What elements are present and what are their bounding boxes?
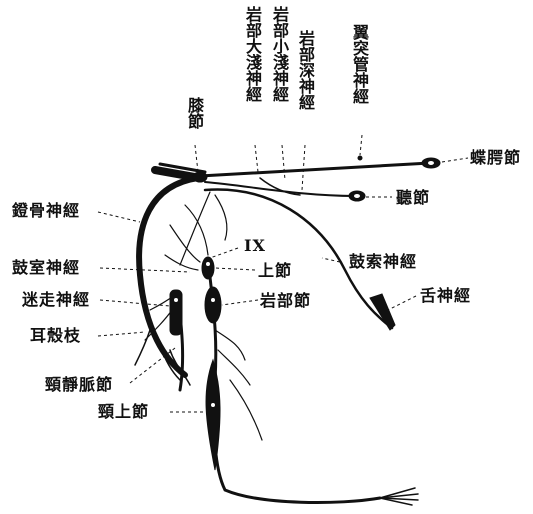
label-stapedius-nerve: 鐙骨神經 (12, 203, 80, 219)
label-lesser-petrosal-nerve: 岩部小淺神經 (271, 6, 288, 102)
jugular-ganglion-mark (170, 290, 182, 335)
label-superior-cervical-ganglion: 頸上節 (98, 404, 149, 420)
facial-nerve-trunk (139, 178, 198, 375)
label-glossopharyngeal-roman: IX (244, 238, 266, 254)
label-superior-ganglion: 上節 (258, 263, 292, 279)
label-sphenopalatine-ganglion: 蝶腭節 (470, 150, 521, 166)
petrous-ganglion-mark (205, 287, 221, 323)
label-vidian-nerve: 翼突管神經 (351, 24, 368, 104)
label-chorda-tympani: 鼓索神經 (349, 254, 417, 270)
geniculate-ganglion-mark (193, 172, 207, 182)
label-lingual-nerve: 舌神經 (420, 288, 471, 304)
label-otic-ganglion: 聽節 (396, 190, 430, 206)
label-auricular-branch: 耳殼枝 (30, 328, 81, 344)
label-geniculate-ganglion: 膝節 (186, 97, 203, 129)
superior-cervical-ganglion-mark (206, 360, 220, 470)
label-greater-petrosal-nerve: 岩部大淺神經 (244, 6, 261, 102)
superior-ganglion-mark (202, 257, 214, 279)
label-petrous-ganglion: 岩部節 (260, 293, 311, 309)
greater-petrosal-nerve-line (200, 163, 430, 176)
label-vagus-nerve: 迷走神經 (22, 292, 90, 308)
label-jugular-ganglion: 頸靜脈節 (45, 377, 113, 393)
label-deep-petrosal-nerve: 岩部深神經 (297, 30, 314, 110)
label-tympanic-nerve: 鼓室神經 (12, 260, 80, 276)
